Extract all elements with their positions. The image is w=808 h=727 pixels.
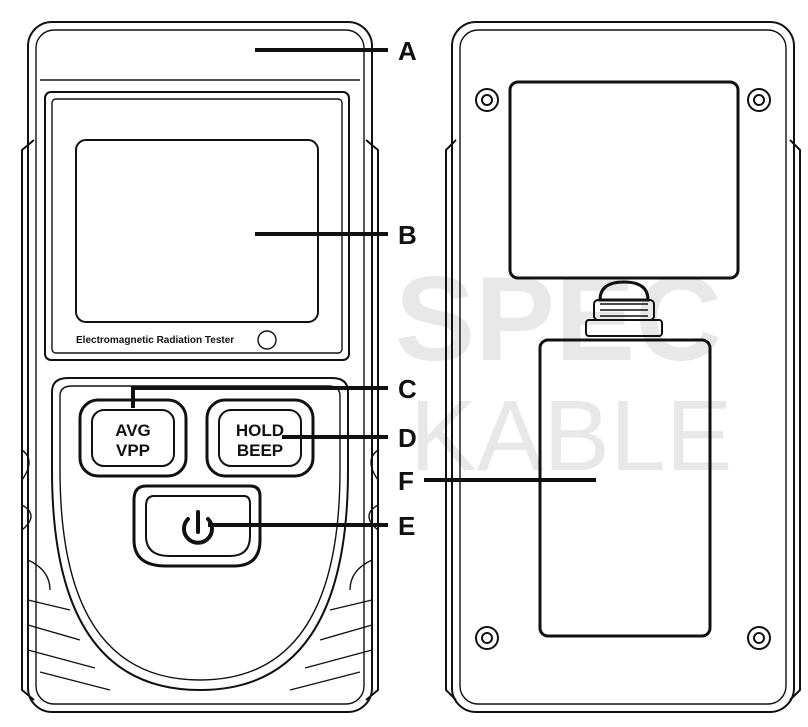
vpp-label: VPP [116,441,150,460]
back-label-recess [508,80,740,280]
keypad-panel [51,377,349,691]
watermark-line1: SPEC [395,252,722,386]
screw-icon [475,88,499,112]
callout-b: B [398,220,417,250]
callout-f: F [398,466,414,496]
callout-d: D [398,423,417,453]
left-grip-ridges [21,449,111,691]
screw-icon [747,626,771,650]
keypad-panel-inner [59,385,341,681]
avg-vpp-button[interactable]: AVG VPP [78,398,188,478]
leader-line-c [131,386,388,408]
callout-c: C [398,374,417,404]
hold-label: HOLD [236,421,284,440]
lcd-screen [75,139,319,323]
screw-icon [475,626,499,650]
callouts: A B C D E F [131,36,596,541]
callout-a: A [398,36,417,66]
battery-cover [538,338,712,638]
screw-icon [747,88,771,112]
device-label: Electromagnetic Radiation Tester [76,335,234,346]
watermark-line2: KABLE [410,380,732,492]
battery-latch[interactable] [585,280,663,337]
display-bezel-inner [51,98,343,354]
device-back-view [445,21,801,713]
sensor-indicator-icon [257,330,277,350]
display-bezel [44,91,350,361]
front-housing-inner [35,29,365,705]
beep-label: BEEP [237,441,283,460]
power-icon [182,510,214,545]
back-housing-inner [459,29,787,705]
callout-e: E [398,511,415,541]
avg-label: AVG [115,421,151,440]
right-grip-ridges [289,449,379,691]
device-front-view: Electromagnetic Radiation Tester AVG VPP… [21,21,379,713]
back-housing-outer [451,21,795,713]
watermark: SPEC KABLE [395,252,732,492]
front-housing-outer [27,21,373,713]
